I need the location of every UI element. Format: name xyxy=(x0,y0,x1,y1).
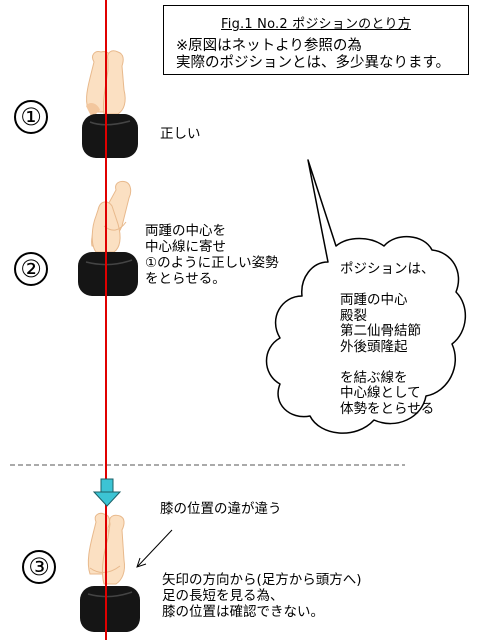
view-direction-arrow xyxy=(92,478,122,507)
figure-note-line-2: 実際のポジションとは、多少異なります。 xyxy=(176,55,451,71)
figure-legs-2 xyxy=(78,180,138,296)
bubble-line: 殿裂 xyxy=(340,307,367,324)
step-label-3-line: 足の長短を見る為、 xyxy=(162,588,284,604)
bubble-line: 両踵の中心 xyxy=(340,292,408,308)
figure-note: ※原図はネットより参照の為 実際のポジションとは、多少異なります。 xyxy=(176,38,450,72)
step-label-3-line: 膝の位置は確認できない。 xyxy=(162,604,324,620)
bubble-line: を結ぶ線を xyxy=(340,369,408,386)
step-label-3-line: 矢印の方向から(足方から頭方へ) xyxy=(162,572,362,588)
speech-bubble xyxy=(265,159,467,434)
step-label-2: 両踵の中心を 中心線に寄せ ①のように正しい姿勢 をとらせる。 xyxy=(145,223,279,287)
figure-legs-3 xyxy=(80,512,140,632)
bubble-line xyxy=(340,355,435,371)
bubble-line xyxy=(340,278,435,294)
step-label-1: 正しい xyxy=(160,126,201,142)
knee-callout-label: 膝の位置の違が違う xyxy=(160,501,282,517)
bubble-text: ポジションは、 両踵の中心 殿裂 第二仙骨結節 外後頭隆起 を結ぶ線を 中心線と… xyxy=(340,261,435,417)
bubble-line: 体勢をとらせる xyxy=(340,400,435,417)
figure-title: Fig.1 No.2 ポジションのとり方 xyxy=(221,17,411,32)
step-label-3: 矢印の方向から(足方から頭方へ) 足の長短を見る為、 膝の位置は確認できない。 xyxy=(162,572,362,620)
step-label-2-line: 中心線に寄せ xyxy=(145,239,226,255)
figure-legs-1 xyxy=(82,50,138,158)
bubble-line: 第二仙骨結節 xyxy=(340,323,421,339)
step-label-1-line: 正しい xyxy=(160,126,201,142)
bubble-line: ポジションは、 xyxy=(340,261,435,277)
title-box: Fig.1 No.2 ポジションのとり方 ※原図はネットより参照の為 実際のポジ… xyxy=(163,5,469,75)
step-number-2: ② xyxy=(14,252,48,286)
knee-pointer xyxy=(137,529,173,567)
step-number-1: ① xyxy=(14,100,48,134)
step-label-2-line: ①のように正しい姿勢 xyxy=(145,255,279,271)
step-label-2-line: 両踵の中心を xyxy=(145,223,226,239)
step-number-3: ③ xyxy=(22,550,56,584)
bubble-line: 中心線として xyxy=(340,385,421,401)
figure-note-line-1: ※原図はネットより参照の為 xyxy=(176,38,362,54)
step-label-2-line: をとらせる。 xyxy=(145,271,226,287)
bubble-line: 外後頭隆起 xyxy=(340,338,408,355)
